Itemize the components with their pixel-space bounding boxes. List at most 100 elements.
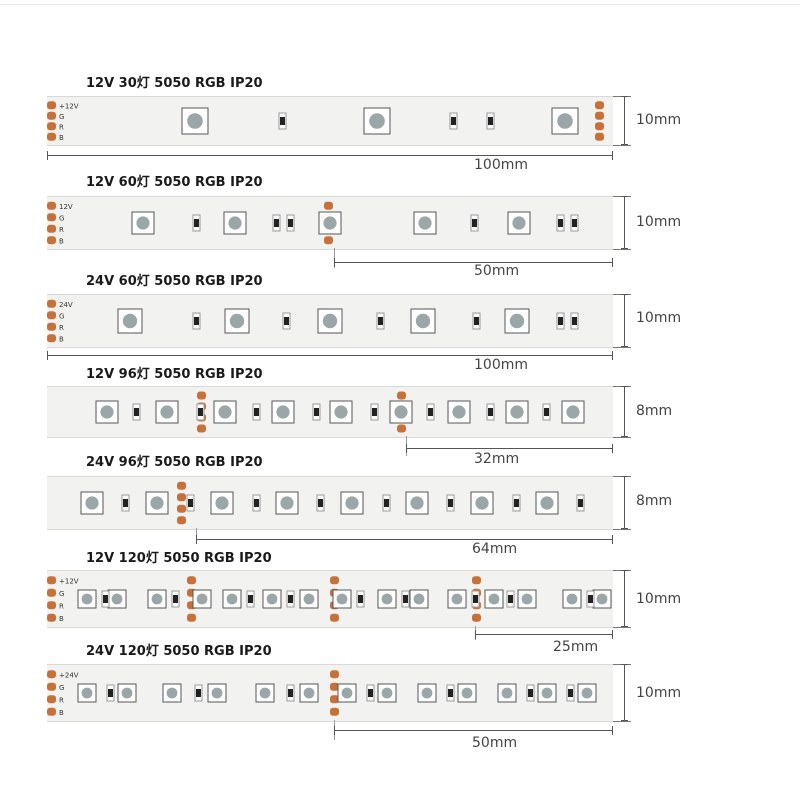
resistor-body	[372, 408, 377, 416]
solder-pad	[47, 588, 56, 597]
solder-pad	[397, 424, 406, 433]
solder-pad	[47, 311, 56, 320]
led-lens	[452, 405, 466, 419]
led-lens	[334, 405, 348, 419]
solder-pad	[47, 334, 56, 343]
width-dimension-line	[621, 386, 628, 437]
resistor-body	[108, 689, 113, 697]
led-lens	[111, 593, 123, 605]
width-label: 10mm	[636, 685, 682, 701]
led-strip-image	[47, 476, 613, 530]
led-lens	[226, 593, 238, 605]
solder-pad	[330, 682, 339, 691]
extension-line	[613, 529, 631, 530]
solder-pad	[47, 576, 56, 585]
solder-pad	[177, 504, 186, 513]
resistor-body	[572, 219, 577, 227]
solder-pad	[595, 111, 604, 120]
strip-title: 12V 30灯 5050 RGB IP20	[86, 76, 263, 91]
resistor-body	[558, 219, 563, 227]
pad-label: +12V	[59, 102, 79, 110]
strip-title: 12V 96灯 5050 RGB IP20	[86, 367, 263, 382]
solder-pad	[47, 299, 56, 308]
led-lens	[122, 313, 138, 329]
resistor-body	[403, 595, 408, 603]
pad-label: B	[59, 335, 64, 343]
solder-pad	[330, 707, 339, 716]
resistor-body	[123, 499, 128, 507]
led-lens	[81, 687, 93, 699]
width-label: 10mm	[636, 112, 682, 128]
pad-label: G	[59, 590, 64, 598]
led-lens	[100, 405, 114, 419]
strip-artwork	[80, 481, 585, 525]
solder-pad	[595, 122, 604, 131]
length-dimension-line	[334, 726, 613, 735]
resistor-body	[288, 689, 293, 697]
length-label: 32mm	[474, 451, 520, 467]
resistor-body	[288, 595, 293, 603]
led-lens	[421, 687, 433, 699]
strip-title: 24V 96灯 5050 RGB IP20	[86, 455, 263, 470]
led-lens	[461, 687, 473, 699]
width-label: 8mm	[636, 493, 673, 509]
led-lens	[541, 687, 553, 699]
solder-pad	[187, 576, 196, 585]
led-lens	[475, 496, 489, 510]
solder-pad	[177, 516, 186, 525]
solder-pad	[197, 391, 206, 400]
led-lens	[336, 593, 348, 605]
resistor-body	[378, 317, 383, 325]
led-lens	[488, 593, 500, 605]
pad-label: B	[59, 134, 64, 142]
led-lens	[451, 593, 463, 605]
resistor-body	[428, 408, 433, 416]
resistor-body	[368, 689, 373, 697]
width-dimension-line	[621, 570, 628, 627]
solder-pad	[47, 322, 56, 331]
pad-label: G	[59, 113, 64, 121]
length-label: 64mm	[472, 541, 518, 557]
solder-pad	[324, 236, 333, 245]
top-divider	[0, 4, 800, 5]
width-label: 10mm	[636, 310, 682, 326]
solder-pad	[47, 224, 56, 233]
resistor-body	[488, 408, 493, 416]
length-label: 100mm	[474, 157, 528, 173]
led-lens	[121, 687, 133, 699]
extension-line	[613, 347, 631, 348]
solder-pad	[187, 613, 196, 622]
solder-pad	[324, 201, 333, 210]
resistor-body	[194, 317, 199, 325]
resistor-body	[572, 317, 577, 325]
resistor-body	[544, 408, 549, 416]
led-lens	[228, 216, 242, 230]
led-strip-image	[47, 386, 613, 438]
width-dimension-line	[621, 664, 628, 721]
extension-line	[613, 627, 631, 628]
led-lens	[303, 687, 315, 699]
led-lens	[540, 496, 554, 510]
led-lens	[81, 593, 93, 605]
solder-pad	[47, 670, 56, 679]
solder-pad	[47, 122, 56, 131]
led-lens	[215, 496, 229, 510]
led-lens	[566, 593, 578, 605]
solder-pad	[472, 613, 481, 622]
led-lens	[521, 593, 533, 605]
led-lens	[510, 405, 524, 419]
led-lens	[85, 496, 99, 510]
length-dimension-line	[47, 351, 613, 360]
led-lens	[345, 496, 359, 510]
led-lens	[259, 687, 271, 699]
pad-label: G	[59, 312, 64, 320]
extension-line	[613, 721, 631, 722]
led-lens	[415, 313, 431, 329]
width-dimension-line	[621, 96, 628, 145]
